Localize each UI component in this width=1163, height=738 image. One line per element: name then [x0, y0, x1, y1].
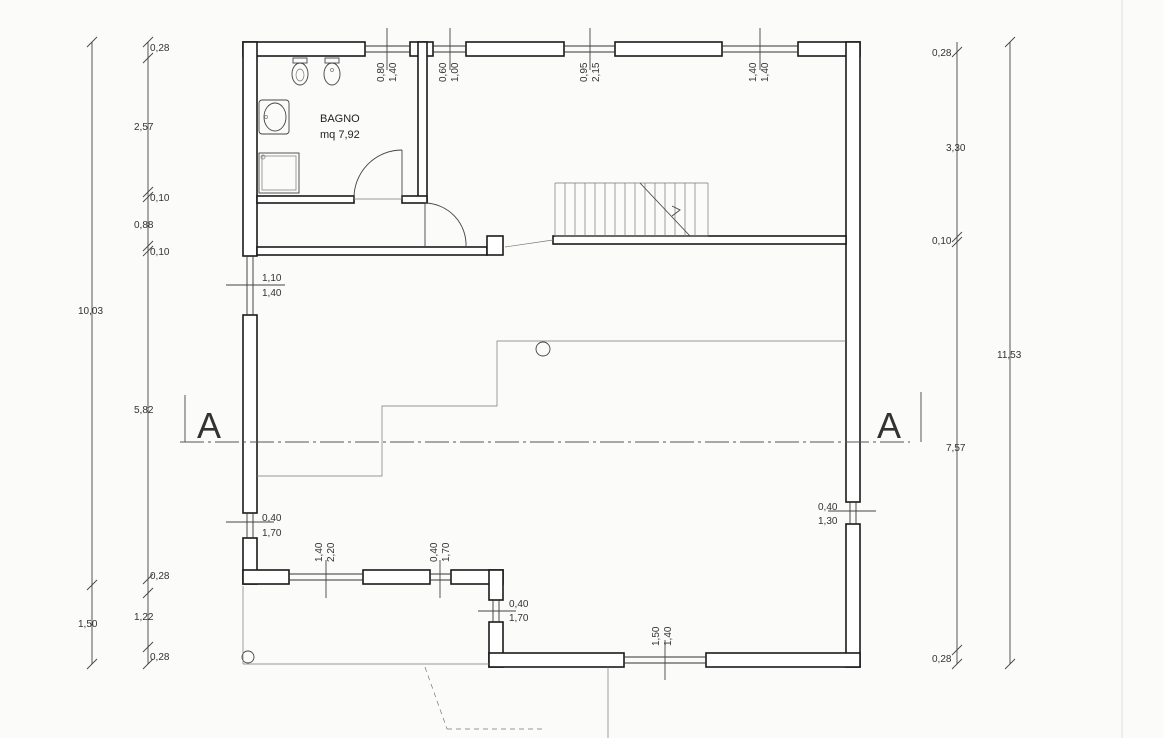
left-dim-9: 0,28 — [150, 652, 170, 663]
right-total-dim: 11,53 — [997, 350, 1022, 361]
left-dim-5: 0,10 — [150, 247, 170, 258]
right-dim-4: 7,57 — [946, 443, 966, 454]
right-window-h: 1,30 — [818, 516, 838, 527]
top-window-2-w: 0,60 — [438, 62, 449, 82]
left-dim-8: 1,22 — [134, 612, 154, 623]
right-dim-3: 0,10 — [932, 236, 952, 247]
left-window-2-h: 1,70 — [262, 528, 282, 539]
notch-window-w: 0,40 — [509, 599, 529, 610]
top-window-3-w: 0,95 — [579, 62, 590, 82]
left-dimension-lines — [86, 36, 154, 670]
room-name: BAGNO — [320, 113, 360, 125]
left-dim-2: 2,57 — [134, 122, 154, 133]
corner-marker — [241, 650, 255, 664]
bidet-icon — [323, 57, 341, 86]
left-window-1-w: 1,10 — [262, 273, 282, 284]
bottom-window-1-h: 2,20 — [326, 542, 337, 562]
top-window-2-h: 1,00 — [450, 62, 461, 82]
top-window-1-h: 1,40 — [388, 62, 399, 82]
windows — [226, 28, 876, 680]
right-dim-5: 0,28 — [932, 654, 952, 665]
room-area: mq 7,92 — [320, 129, 360, 141]
bottom-window-2-h: 1,70 — [441, 542, 452, 562]
bottom-window-3-h: 1,40 — [663, 626, 674, 646]
site-lines — [242, 239, 609, 738]
walls — [242, 41, 861, 668]
left-dim-7: 0,28 — [150, 571, 170, 582]
bottom-window-1-w: 1,40 — [314, 542, 325, 562]
hall-door — [424, 202, 467, 248]
left-bottom-dim: 1,50 — [78, 619, 98, 630]
right-window-w: 0,40 — [818, 502, 838, 513]
sink-icon — [258, 99, 290, 135]
bottom-window-2-w: 0,40 — [429, 542, 440, 562]
left-dim-3: 0,10 — [150, 193, 170, 204]
right-dimension-lines — [951, 36, 1016, 670]
staircase — [554, 182, 709, 237]
left-window-1-h: 1,40 — [262, 288, 282, 299]
left-dim-4: 0,88 — [134, 220, 154, 231]
left-dim-6: 5,82 — [134, 405, 154, 416]
right-dim-2: 3,30 — [946, 143, 966, 154]
right-dim-1: 0,28 — [932, 48, 952, 59]
level-outline — [257, 340, 846, 477]
section-mark-right: A — [877, 405, 901, 446]
bathroom-door — [353, 149, 403, 200]
notch-window-h: 1,70 — [509, 613, 529, 624]
bottom-window-3-w: 1,50 — [651, 626, 662, 646]
top-window-1-w: 0,80 — [376, 62, 387, 82]
section-mark-left: A — [197, 405, 221, 446]
top-window-4-h: 1,40 — [760, 62, 771, 82]
left-dim-1: 0,28 — [150, 43, 170, 54]
top-window-3-h: 2,15 — [591, 62, 602, 82]
left-window-2-w: 0,40 — [262, 513, 282, 524]
top-window-4-w: 1,40 — [748, 62, 759, 82]
column-marker — [535, 341, 551, 357]
toilet-icon — [291, 57, 309, 86]
left-total-dim: 10,03 — [78, 306, 103, 317]
shower-icon — [258, 152, 300, 194]
